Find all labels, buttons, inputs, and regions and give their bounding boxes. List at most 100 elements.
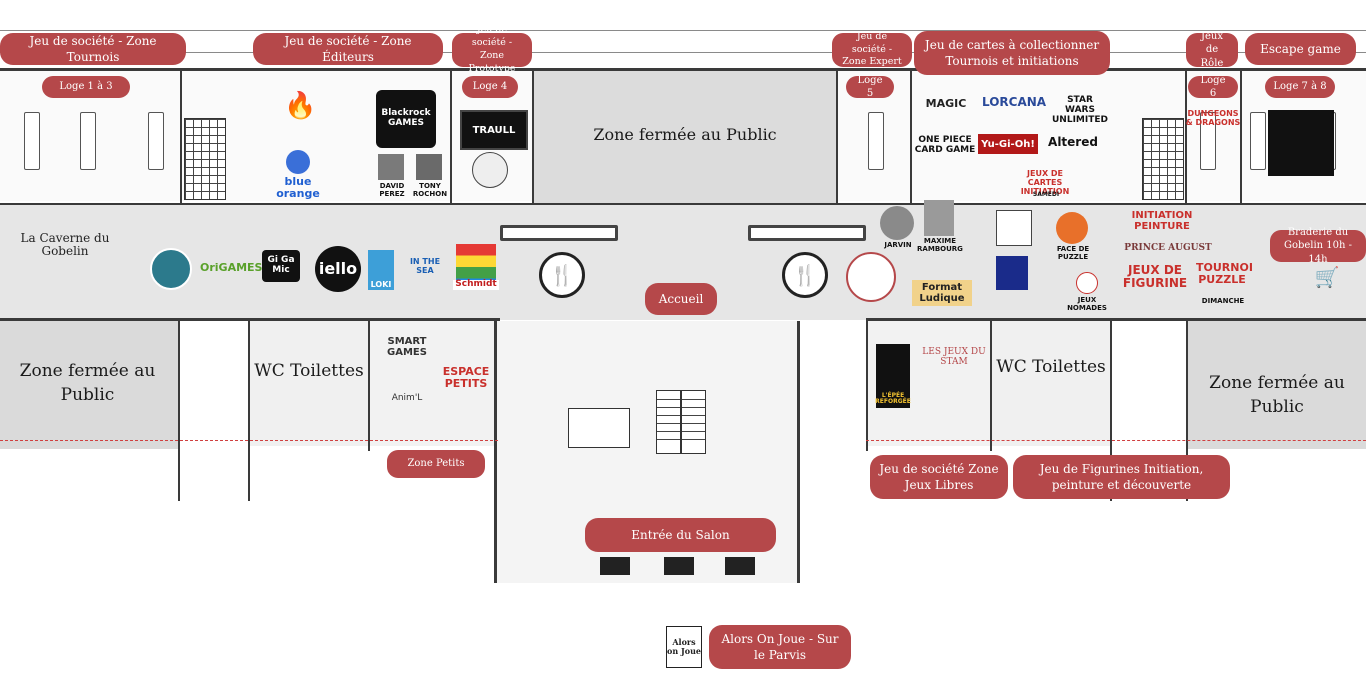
zone-role-pill[interactable]: Jeux de Rôle <box>1186 31 1238 69</box>
blue-box-icon <box>996 256 1028 290</box>
staircase-grid <box>184 118 226 200</box>
wall <box>248 321 250 501</box>
wall <box>866 321 868 451</box>
loge-7-8-pill[interactable]: Loge 7 à 8 <box>1265 76 1335 98</box>
loge-5-pill[interactable]: Loge 5 <box>846 75 894 99</box>
closed-zone-left-label: Zone fermée au Public <box>19 361 156 405</box>
accueil-pill[interactable]: Accueil <box>645 283 717 315</box>
zone-figurines-pill[interactable]: Jeu de Figurines Initiation, peinture et… <box>1013 455 1230 499</box>
closed-zone-right <box>1188 321 1366 449</box>
shopping-cart-icon: 🛒 <box>1314 265 1340 289</box>
wall <box>178 321 180 501</box>
avatar-tony <box>416 154 442 180</box>
loge-4-pill[interactable]: Loge 4 <box>462 76 518 98</box>
roof-line-2 <box>0 52 1366 53</box>
closed-zone-right-label: Zone fermée au Public <box>1209 373 1345 417</box>
wc-left-label: WC Toilettes <box>254 361 364 381</box>
peacock-logo-icon <box>150 248 192 290</box>
closed-zone-left <box>0 321 178 449</box>
david-perez-label: DAVID PEREZ <box>379 182 405 198</box>
tony-rochon-label: TONY ROCHON <box>412 182 448 198</box>
traull-logo: TRAULL <box>460 110 528 150</box>
zone-editeurs-pill[interactable]: Jeu de société - Zone Éditeurs <box>253 33 443 65</box>
flame-logo-icon: 🔥 <box>284 91 317 121</box>
animl-logo: Anim'L <box>391 393 423 403</box>
avatar-jarvin <box>880 206 914 240</box>
zone-petits-pill[interactable]: Zone Petits <box>387 450 485 478</box>
alors-on-joue-logo: Alors on Joue <box>666 626 702 668</box>
magic-logo: MAGIC <box>925 97 967 110</box>
wall <box>494 321 497 583</box>
epee-reforgee-logo: L'ÉPÉE REFORGÉE <box>875 344 911 408</box>
jeux-de-figurine-label: JEUX DE FIGURINE <box>1122 263 1188 291</box>
screen <box>664 557 694 575</box>
screen <box>600 557 630 575</box>
wall <box>450 71 452 203</box>
corridor-bottom-wall-left <box>0 318 500 321</box>
booth <box>568 408 630 448</box>
braderie-pill[interactable]: Braderie du Gobelin 10h - 14h <box>1270 227 1366 265</box>
espace-petits-room <box>370 321 494 446</box>
loki-logo: LOKI <box>368 250 394 290</box>
lorcana-logo: LORCANA <box>982 95 1047 109</box>
loge-table <box>80 112 96 170</box>
loge-1-3-pill[interactable]: Loge 1 à 3 <box>42 76 130 98</box>
avatar-maxime <box>924 200 954 236</box>
tournoi-puzzle-label: TOURNOI PUZZLE <box>1196 261 1253 287</box>
axis-line <box>0 440 498 441</box>
blue-orange-logo: blue orange <box>265 150 331 200</box>
closed-zone-top-label: Zone fermée au Public <box>593 125 777 144</box>
counter-left-inner <box>503 228 615 238</box>
zone-cartes-pill[interactable]: Jeu de cartes à collectionner Tournois e… <box>914 31 1110 75</box>
wall <box>1240 71 1242 203</box>
zone-libres-pill[interactable]: Jeu de société Zone Jeux Libres <box>870 455 1008 499</box>
face-puzzle-label: FACE DE PUZZLE <box>1056 245 1090 261</box>
one-piece-logo: ONE PIECE CARD GAME <box>914 135 976 155</box>
wc-left-room <box>250 321 368 446</box>
wall <box>797 321 800 583</box>
entree-pill[interactable]: Entrée du Salon <box>585 518 776 552</box>
escape-game-logo-icon <box>1268 110 1334 176</box>
wall <box>180 71 182 203</box>
goud-logo-icon <box>846 252 896 302</box>
zone-tournois-pill[interactable]: Jeu de société - Zone Tournois <box>0 33 186 65</box>
altered-logo: Altered <box>1048 135 1098 149</box>
wc-right-label: WC Toilettes <box>996 357 1106 377</box>
loge-table <box>1250 112 1266 170</box>
initiation-peinture-label: INITIATION PEINTURE <box>1131 210 1193 232</box>
star-wars-logo: STAR WARS UNLIMITED <box>1052 95 1108 125</box>
wall <box>990 321 992 451</box>
central-stairs <box>656 390 706 454</box>
schmidt-logo: Schmidt <box>453 244 499 290</box>
cartes-initiation-label: JEUX DE CARTES INITIATION <box>1020 169 1070 196</box>
stamp-logo-icon <box>472 152 508 188</box>
wall <box>368 321 370 451</box>
zone-expert-pill[interactable]: Jeu de société - Zone Expert <box>832 31 912 67</box>
maxime-label: MAXIME RAMBOURG <box>917 237 963 253</box>
zone-escape-pill[interactable]: Escape game <box>1245 33 1356 65</box>
staircase-grid <box>1142 118 1184 200</box>
roof-line <box>0 30 1366 31</box>
loge-table <box>24 112 40 170</box>
top-wall <box>0 68 1366 71</box>
avatar-david <box>378 154 404 180</box>
wall <box>1186 321 1188 501</box>
axis-line <box>866 440 1366 441</box>
parvis-pill[interactable]: Alors On Joue - Sur le Parvis <box>709 625 851 669</box>
iello-logo: iello <box>315 246 361 292</box>
jarvin-label: JARVIN <box>884 241 912 249</box>
zone-prototype-pill[interactable]: Jeu de société - Zone Prototype <box>452 24 532 74</box>
dnd-logo: DUNGEONS & DRAGONS <box>1185 109 1241 127</box>
counter-right-inner <box>751 228 863 238</box>
gigamic-logo: Gi Ga Mic <box>262 250 300 282</box>
nomades-logo-icon <box>1076 272 1098 294</box>
closed-zone-top <box>534 71 836 203</box>
schmidt-label: Schmidt <box>453 279 499 290</box>
loge-table <box>1200 112 1216 170</box>
wall <box>836 71 838 203</box>
in-the-sea-logo: IN THE SEA <box>409 257 441 275</box>
puzzle-board-icon <box>996 210 1032 246</box>
espace-petits-label: ESPACE PETITS <box>442 365 490 391</box>
blackrock-logo: Blackrock GAMES <box>376 90 436 148</box>
loge-6-pill[interactable]: Loge 6 <box>1188 75 1238 99</box>
